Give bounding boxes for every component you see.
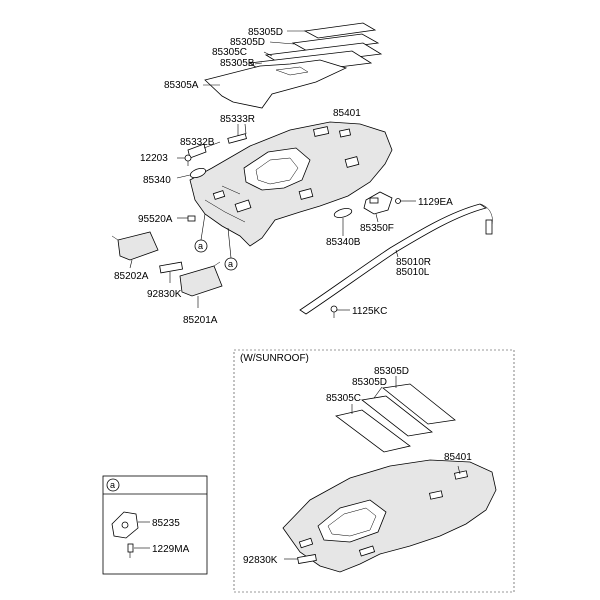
label-85201A: 85201A <box>183 315 218 326</box>
label-85401: 85401 <box>333 108 361 119</box>
label-85305A: 85305A <box>164 80 199 91</box>
screw-12203 <box>184 154 192 166</box>
screw-1125KC <box>330 305 338 318</box>
sunroof-title: (W/SUNROOF) <box>240 353 309 364</box>
sunroof-label-85305D-a: 85305D <box>374 366 409 377</box>
sunroof-label-85305C: 85305C <box>326 393 361 404</box>
sunvisor-holder-92830K <box>159 261 183 274</box>
sunroof-label-92830K: 92830K <box>243 555 278 566</box>
screw-1229MA <box>127 543 134 558</box>
sunroof-pad-85305C <box>335 409 411 453</box>
curtain-airbag-85010 <box>299 203 493 315</box>
lamp-85350F <box>363 191 393 215</box>
sunroof-pad-85305D-top <box>382 383 456 425</box>
clip-85333R <box>227 133 247 144</box>
screw-1129EA <box>395 198 416 204</box>
detail-a-header-circle <box>106 478 120 492</box>
lamp-85340B <box>333 208 353 218</box>
bracket-85235 <box>111 511 139 539</box>
detail-a-header: a <box>110 480 115 490</box>
sunroof-pads-group <box>335 383 456 453</box>
label-85340: 85340 <box>143 175 171 186</box>
sunroof-headliner-85401 <box>282 459 497 573</box>
label-95520A: 95520A <box>138 214 173 225</box>
label-85202A: 85202A <box>114 271 149 282</box>
pad-85305D-top <box>303 22 377 39</box>
label-85010R: 85010R <box>396 257 431 268</box>
sunroof-sunvisor-holder-92830K <box>297 554 317 564</box>
sunroof-box <box>233 349 515 593</box>
label-callout-a2: a <box>228 259 233 269</box>
label-callout-a1: a <box>198 241 203 251</box>
label-85305C: 85305C <box>212 47 247 58</box>
label-85333R: 85333R <box>220 114 255 125</box>
label-85305B: 85305B <box>220 58 255 69</box>
label-85305D-a: 85305D <box>248 27 283 38</box>
label-85340B: 85340B <box>326 237 361 248</box>
label-85010L: 85010L <box>396 267 430 278</box>
detail-a-label-85235: 85235 <box>152 518 180 529</box>
clip-95520A <box>187 215 196 222</box>
sunroof-pad-85305D-second <box>361 395 433 437</box>
label-92830K: 92830K <box>147 289 182 300</box>
label-85305D-b: 85305D <box>230 37 265 48</box>
headliner-dome-recess <box>243 147 311 191</box>
pad-85305D-second <box>291 33 380 53</box>
sunvisor-85202A <box>111 231 159 261</box>
sunroof-label-85401: 85401 <box>444 452 472 463</box>
lamp-85340 <box>189 167 207 179</box>
label-1129EA: 1129EA <box>418 197 453 208</box>
sunroof-label-85305D-b: 85305D <box>352 377 387 388</box>
pad-85305A <box>204 59 348 109</box>
label-85332B: 85332B <box>180 137 215 148</box>
detail-a-label-1229MA: 1229MA <box>152 544 190 555</box>
label-12203: 12203 <box>140 153 168 164</box>
label-85350F: 85350F <box>360 223 394 234</box>
sunvisor-85201A <box>179 261 223 297</box>
headliner-pads-group <box>204 22 383 109</box>
label-1125KC: 1125KC <box>352 306 387 317</box>
pad-85305B-notch <box>275 66 309 76</box>
